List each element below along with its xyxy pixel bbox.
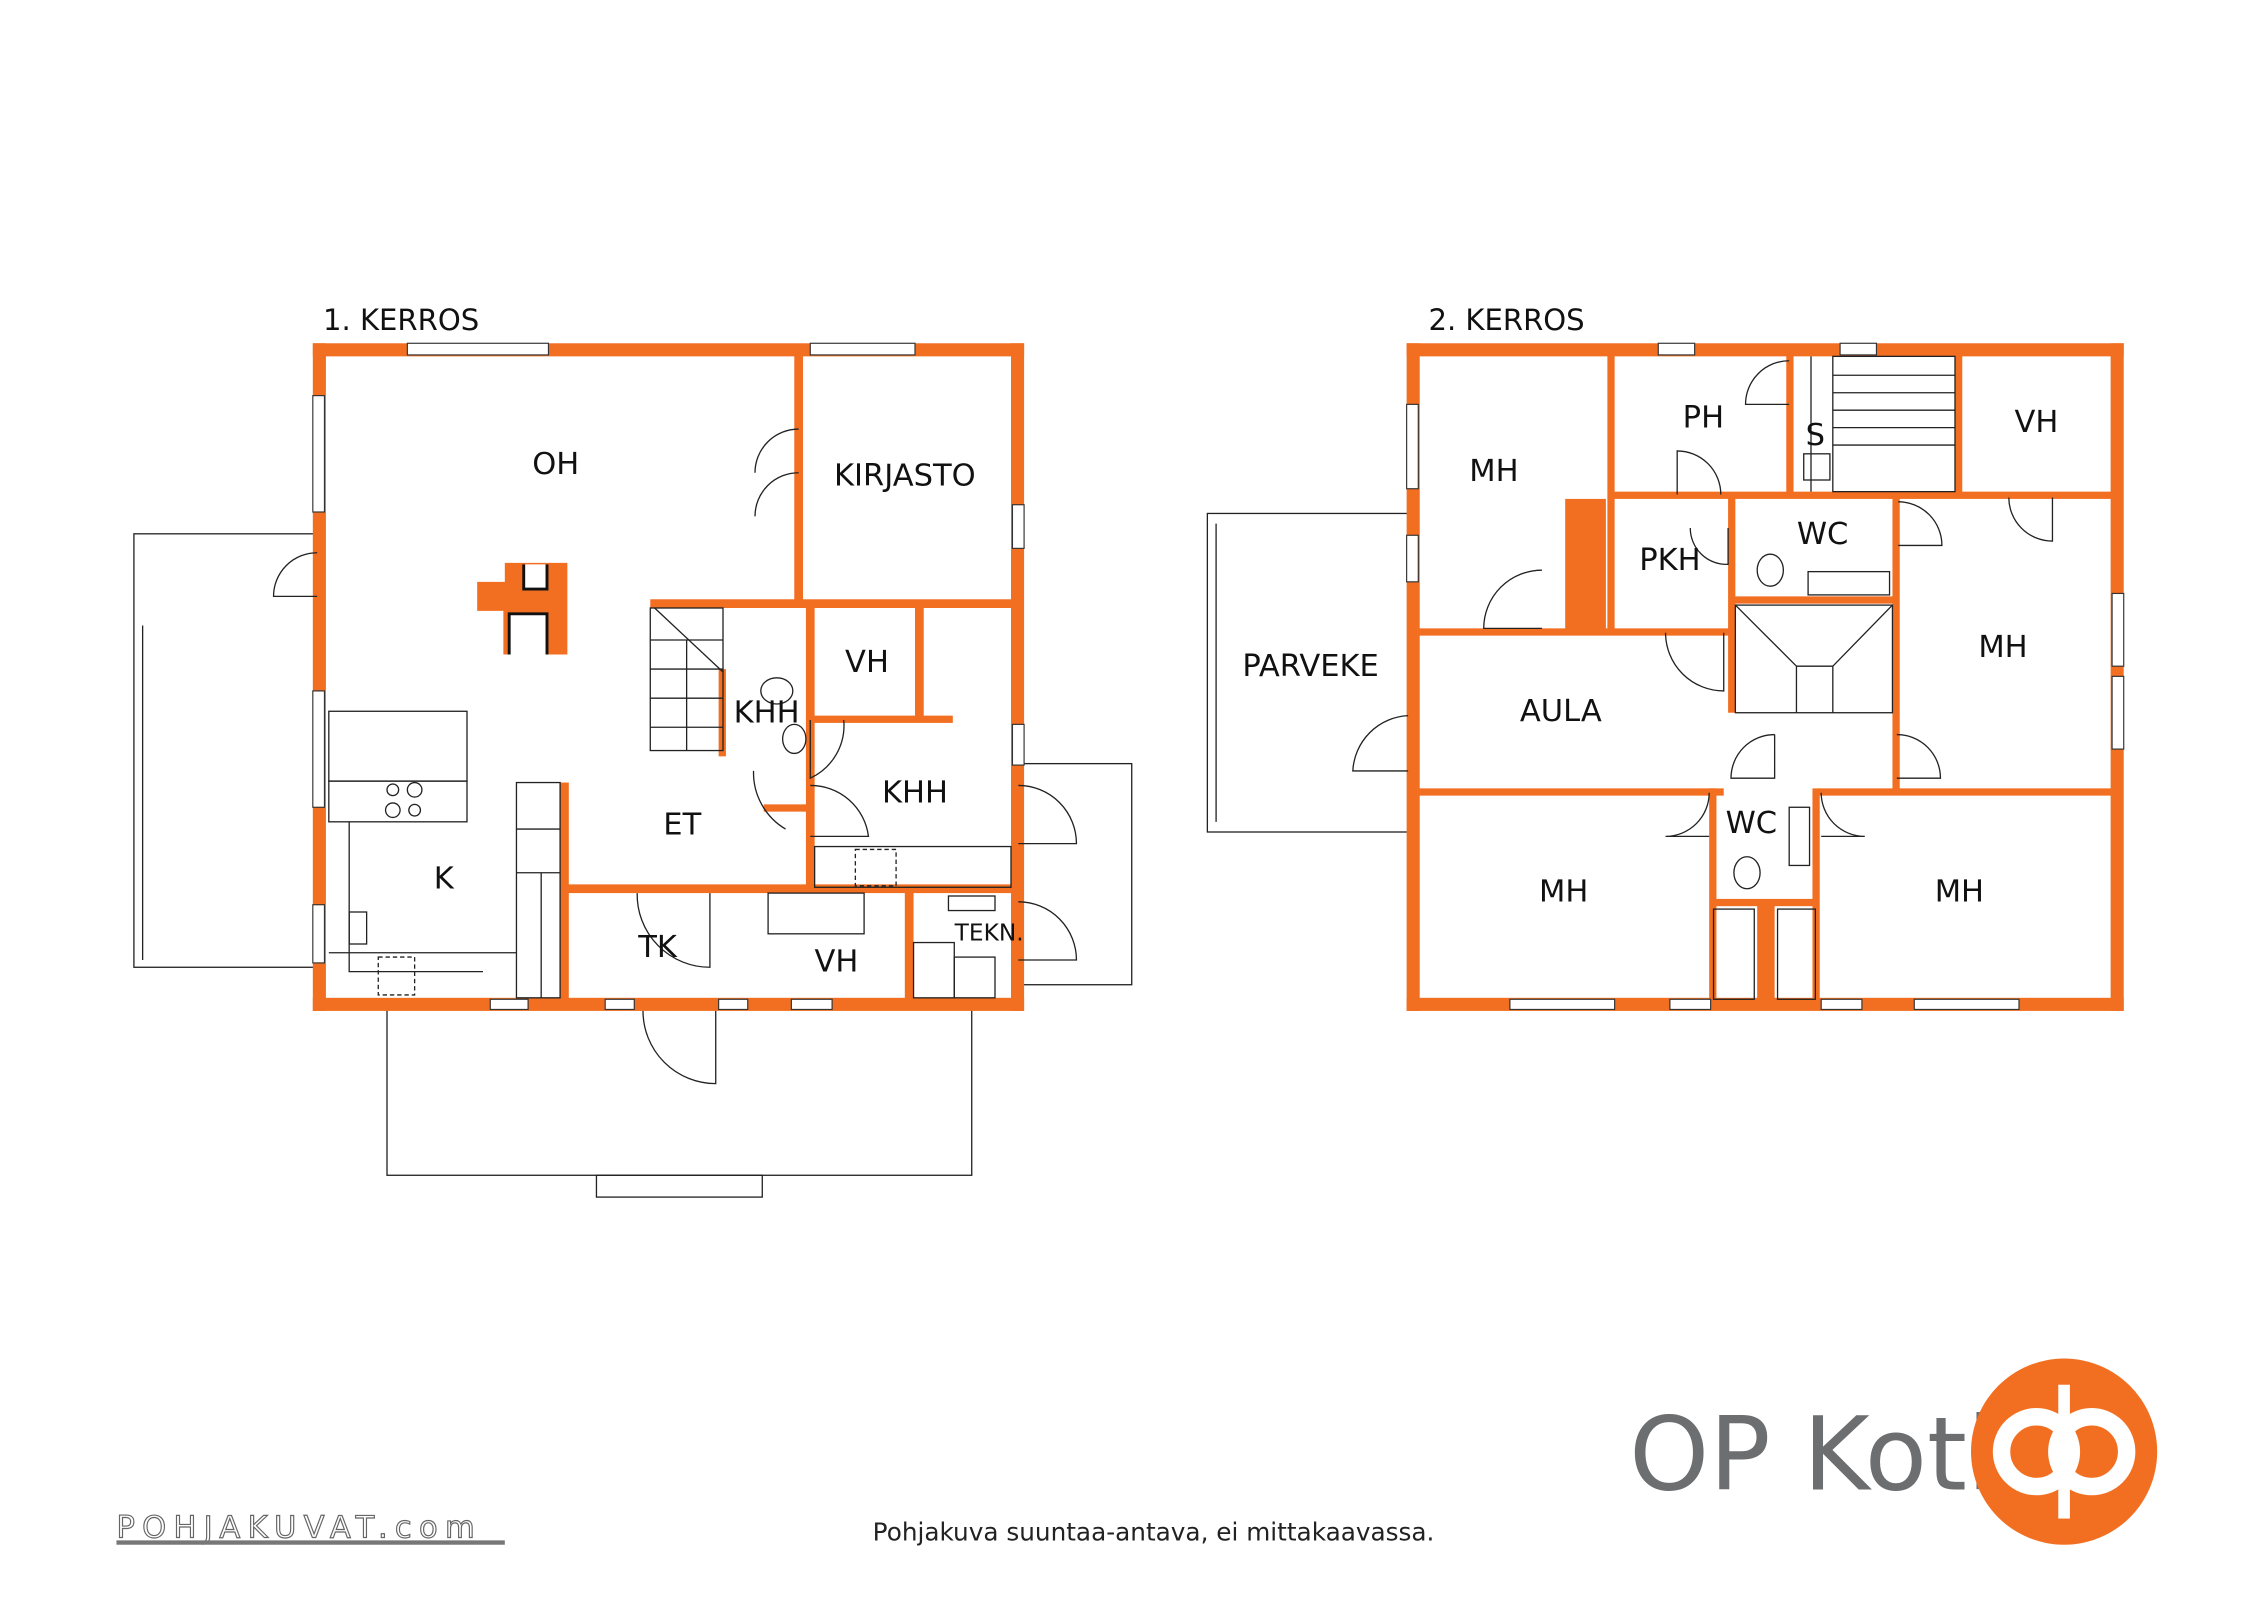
window <box>2111 592 2125 667</box>
floor-2-walls <box>1406 343 2124 1011</box>
window <box>1011 504 1025 549</box>
floor-1-walls <box>312 343 1025 1011</box>
floor-2-title: 2. KERROS <box>1428 303 1584 337</box>
window <box>489 998 529 1011</box>
window <box>1406 403 1419 490</box>
room-label-et: ET <box>663 808 701 843</box>
room-label-pkh: PKH <box>1639 543 1700 578</box>
disclaimer-text: Pohjakuva suuntaa-antava, ei mittakaavas… <box>873 1517 1435 1546</box>
room-label-vh: VH <box>845 645 889 680</box>
window <box>1657 342 1696 356</box>
window <box>2111 675 2125 750</box>
pohjakuvat-logo-text: POHJAKUVAT.com <box>116 1510 482 1545</box>
room-label-parveke: PARVEKE <box>1242 649 1378 684</box>
window <box>312 395 326 513</box>
staircase-icon <box>649 607 724 752</box>
window <box>604 998 635 1011</box>
window <box>406 342 550 356</box>
room-label-ph: PH <box>1683 400 1724 435</box>
window <box>1406 534 1419 583</box>
op-logo-icon <box>1971 1358 2158 1545</box>
window <box>809 342 916 356</box>
window <box>1011 723 1025 766</box>
window <box>1839 342 1878 356</box>
window <box>790 998 833 1011</box>
left-terrace <box>133 533 318 968</box>
window <box>718 998 749 1011</box>
window <box>1669 998 1712 1011</box>
side-porch <box>1017 762 1133 986</box>
kitchen-fixtures <box>328 677 1012 999</box>
room-label-khh: KHH <box>734 696 800 731</box>
room-label-khh-2: KHH <box>882 776 948 811</box>
window <box>1509 998 1616 1011</box>
room-label-kirjasto: KIRJASTO <box>834 459 976 494</box>
window <box>1913 998 2020 1011</box>
floor-1-title: 1. KERROS <box>323 303 479 337</box>
room-label-tk: TK <box>637 930 678 965</box>
room-label-s: S <box>1806 418 1825 453</box>
front-porch <box>386 1005 973 1176</box>
window <box>312 690 326 808</box>
room-label-tekn: TEKN. <box>954 919 1024 946</box>
room-label-mh-4: MH <box>1935 875 1984 910</box>
room-label-vh-2: VH <box>815 944 859 979</box>
floor-2-fixtures <box>1352 355 2054 1000</box>
op-koti-brand: OP Koti <box>1629 1395 1995 1514</box>
room-label-wc: WC <box>1797 517 1849 552</box>
room-label-k: K <box>434 862 455 897</box>
fireplace-icon <box>477 562 568 655</box>
room-label-vh: VH <box>2015 405 2059 440</box>
pohjakuvat-logo: POHJAKUVAT.com <box>116 1510 505 1546</box>
room-label-oh: OH <box>532 447 579 482</box>
room-label-mh-3: MH <box>1539 875 1588 910</box>
room-label-mh-2: MH <box>1978 630 2027 665</box>
floor-1-plan: 1. KERROS <box>133 303 1133 1198</box>
room-label-wc-2: WC <box>1726 806 1778 841</box>
window <box>1820 998 1863 1011</box>
floor-2-plan: 2. KERROS <box>1206 303 2125 1011</box>
doors <box>272 428 1078 1085</box>
window <box>312 904 326 964</box>
room-label-mh: MH <box>1469 454 1518 489</box>
room-label-aula: AULA <box>1520 694 1602 729</box>
